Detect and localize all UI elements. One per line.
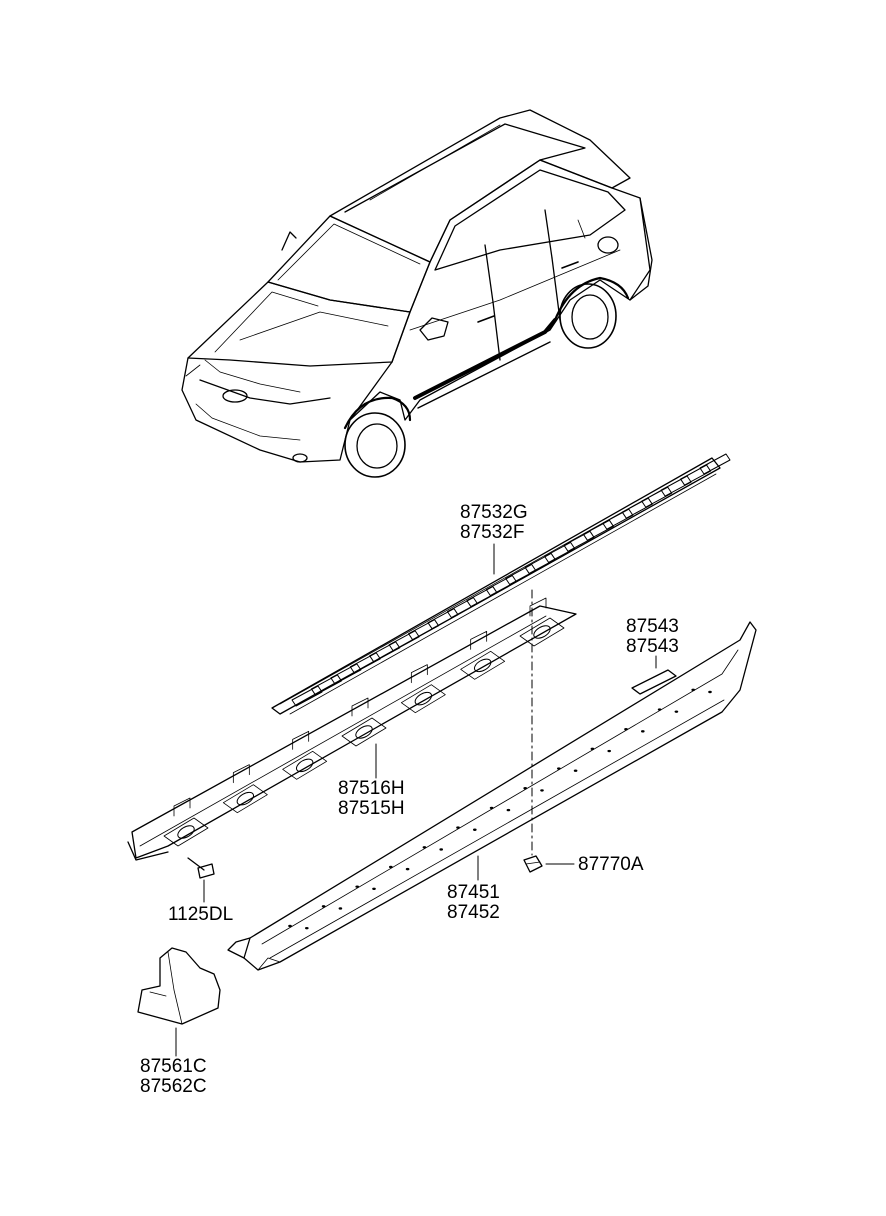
part-number-87561C: 87561C	[140, 1056, 207, 1077]
bracket-slot	[414, 691, 433, 706]
tread-slot	[427, 608, 459, 630]
bracket-slot	[473, 658, 492, 673]
bracket-tab	[410, 664, 428, 684]
tread-slot	[641, 486, 673, 508]
bracket-tab	[232, 764, 250, 784]
part-number-87770A: 87770A	[578, 854, 644, 875]
sill-hole	[372, 887, 376, 890]
part-number-87452: 87452	[447, 902, 500, 923]
bracket-pad	[282, 750, 328, 780]
bracket-slot	[355, 725, 373, 739]
sill-hole	[708, 690, 712, 694]
label-bolt: 1125DL	[168, 905, 233, 925]
tread-slot	[485, 575, 517, 597]
sill-hole	[590, 747, 595, 751]
sill-hole	[657, 708, 662, 711]
sill-hole	[540, 789, 544, 792]
leader-lines	[175, 543, 657, 1057]
sill-hole	[338, 907, 343, 910]
bracket-pad	[460, 650, 506, 680]
sill-hole	[288, 924, 292, 928]
bracket-pad	[400, 684, 446, 714]
bracket-pad	[222, 784, 268, 814]
tread-slot	[310, 674, 342, 696]
vehicle-illustration	[181, 109, 653, 478]
bracket-tab	[529, 597, 547, 617]
sill-hole	[439, 848, 444, 851]
sill-hole	[389, 865, 393, 869]
part-number-87543-a: 87543	[626, 616, 679, 637]
tread-slot	[446, 597, 478, 619]
bracket-slot	[533, 625, 551, 639]
part-number-87532F: 87532F	[460, 522, 525, 543]
bolt-part	[187, 857, 215, 879]
sill-hole	[405, 867, 410, 871]
bracket-slot	[177, 825, 195, 839]
sill-hole	[489, 806, 494, 810]
tread-slot	[582, 519, 614, 541]
tread-slot	[660, 475, 692, 497]
sill-hole	[422, 846, 427, 849]
sill-hole	[607, 749, 611, 753]
bracket-slot	[295, 758, 314, 773]
part-number-87451: 87451	[447, 882, 500, 903]
label-bracket: 87516H 87515H	[338, 779, 405, 819]
sill-hole	[557, 767, 561, 770]
label-mud-guard: 87561C 87562C	[140, 1057, 207, 1097]
bracket-tab	[351, 697, 369, 717]
bracket-tab	[173, 797, 191, 817]
mud-guard-part	[137, 947, 221, 1025]
bracket-pad	[163, 817, 209, 847]
tread-slot	[505, 563, 537, 585]
part-number-87562C: 87562C	[140, 1076, 207, 1097]
tread-slot	[291, 685, 323, 707]
tread-slot	[349, 652, 381, 674]
sill-hole	[506, 808, 511, 812]
bracket-tab	[470, 630, 488, 650]
tread-slot	[330, 663, 362, 685]
fastener-clip-part	[523, 855, 543, 873]
part-number-87532G: 87532G	[460, 502, 528, 523]
bracket-tab	[292, 730, 310, 750]
tread-slot	[408, 619, 440, 641]
bracket-pad	[519, 617, 565, 647]
sill-hole	[641, 730, 645, 733]
step-pad-part	[271, 453, 731, 715]
label-clip: 87543 87543	[626, 617, 679, 657]
sill-hole	[473, 828, 477, 831]
label-side-sill: 87451 87452	[447, 883, 500, 923]
sill-hole	[691, 688, 695, 692]
side-sill-part	[227, 621, 757, 971]
sill-hole	[573, 769, 578, 772]
part-number-87515H: 87515H	[338, 798, 405, 819]
bracket-slot	[236, 791, 255, 806]
tread-slot	[563, 530, 595, 552]
tread-slot	[680, 464, 712, 486]
sill-hole	[523, 787, 527, 790]
tread-slot	[602, 508, 634, 530]
bracket-part	[127, 597, 577, 861]
tread-slot	[544, 541, 576, 563]
sill-hole	[456, 826, 460, 829]
tread-slot	[524, 552, 556, 574]
clip-87543-part	[631, 669, 677, 695]
sill-hole	[674, 710, 679, 713]
sill-hole	[305, 926, 309, 930]
sill-hole	[355, 885, 360, 888]
part-number-87543-b: 87543	[626, 636, 679, 657]
label-step-pad: 87532G 87532F	[460, 503, 528, 543]
sill-hole	[624, 728, 628, 731]
tread-slot	[369, 641, 401, 663]
tread-slot	[621, 497, 653, 519]
part-number-1125DL: 1125DL	[168, 904, 234, 925]
bracket-pad	[341, 717, 387, 747]
sill-hole	[321, 905, 326, 908]
label-fastener-clip: 87770A	[578, 855, 644, 875]
tread-slot	[699, 453, 731, 475]
part-number-87516H: 87516H	[338, 778, 405, 799]
tread-slot	[466, 586, 498, 608]
tread-slot	[388, 630, 420, 652]
